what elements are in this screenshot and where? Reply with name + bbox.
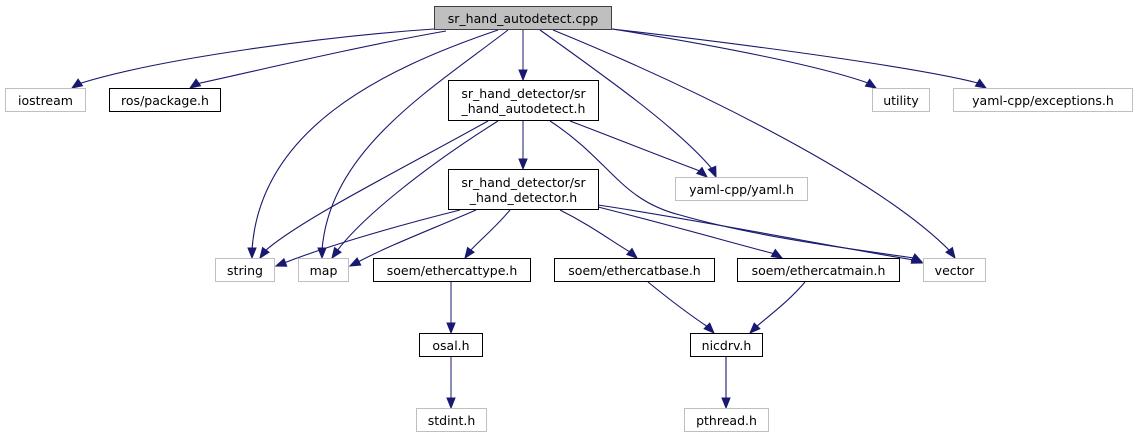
edge-root-to-ros-package — [188, 30, 447, 89]
arrowhead-icon — [695, 166, 709, 178]
arrowhead-icon — [974, 78, 988, 89]
edge-line — [469, 209, 511, 252]
edge-line — [647, 281, 709, 328]
node-sr-hand-autodetect-h[interactable]: sr_hand_detector/sr _hand_autodetect.h — [448, 80, 599, 121]
edge-line — [597, 206, 776, 255]
arrowhead-icon — [749, 322, 761, 334]
arrowhead-icon — [707, 165, 717, 179]
node-string: string — [215, 258, 275, 282]
edge-line — [611, 28, 869, 84]
edge-line — [251, 29, 499, 251]
arrowhead-icon — [464, 246, 475, 260]
arrowhead-icon — [247, 247, 257, 260]
edge-root-to-iostream — [70, 28, 435, 89]
edge-root-to-map — [317, 29, 509, 260]
arrowhead-icon — [188, 78, 202, 89]
edge-line — [597, 204, 915, 261]
arrowhead-icon — [945, 246, 956, 260]
arrowhead-icon — [864, 78, 878, 89]
arrowhead-icon — [446, 397, 456, 410]
arrowhead-icon — [446, 322, 456, 335]
node-iostream: iostream — [5, 88, 86, 112]
node-yaml-cpp-yaml-h: yaml-cpp/yaml.h — [675, 177, 808, 201]
arrowhead-icon — [274, 257, 288, 267]
edge-root-to-vector — [552, 29, 956, 260]
edge-root-to-string — [247, 29, 499, 260]
node-nicdrv-h[interactable]: nicdrv.h — [690, 333, 763, 357]
edge-line — [539, 29, 714, 171]
edge-line — [283, 209, 461, 264]
arrowhead-icon — [518, 158, 528, 171]
node-sr-hand-detector-h[interactable]: sr_hand_detector/sr _hand_detector.h — [448, 169, 599, 210]
edge-ethercatmain-to-nicdrv — [749, 281, 806, 334]
node-utility: utility — [872, 88, 930, 112]
node-soem-ethercatbase-h[interactable]: soem/ethercatbase.h — [554, 258, 715, 282]
node-map: map — [298, 258, 349, 282]
edge-autodetect-h-to-map — [331, 120, 499, 260]
node-stdint-h: stdint.h — [416, 408, 487, 432]
edge-line — [569, 120, 701, 172]
edge-root-to-utility — [611, 28, 878, 89]
edge-line — [77, 28, 435, 85]
edge-line — [611, 28, 979, 84]
edge-osal-to-stdint — [446, 357, 456, 410]
edge-detector-h-to-map — [348, 209, 477, 267]
node-pthread-h: pthread.h — [684, 408, 769, 432]
edge-line — [321, 29, 509, 251]
edge-detector-h-to-vector — [597, 204, 924, 264]
arrowhead-icon — [259, 246, 270, 260]
node-sr-hand-autodetect-cpp[interactable]: sr_hand_autodetect.cpp — [434, 6, 612, 30]
node-soem-ethercattype-h[interactable]: soem/ethercattype.h — [373, 258, 531, 282]
arrowhead-icon — [70, 78, 84, 89]
edge-autodetect-h-to-detector-h — [518, 121, 528, 171]
edge-ethercatbase-to-nicdrv — [647, 281, 715, 334]
node-soem-ethercatmain-h[interactable]: soem/ethercatmain.h — [737, 258, 900, 282]
edge-line — [559, 209, 631, 253]
arrowhead-icon — [518, 69, 528, 82]
edge-line — [264, 120, 489, 252]
edge-line — [552, 29, 951, 252]
edge-ethercattype-to-osal — [446, 282, 456, 335]
edge-root-to-autodetect-h — [518, 30, 528, 82]
node-osal-h[interactable]: osal.h — [419, 333, 483, 357]
arrowhead-icon — [348, 257, 362, 267]
edge-line — [357, 209, 477, 263]
arrowhead-icon — [625, 247, 639, 259]
edge-line — [336, 120, 499, 252]
node-ros-package-h[interactable]: ros/package.h — [109, 88, 221, 112]
edge-detector-h-to-ethercatbase — [559, 209, 639, 259]
edge-detector-h-to-ethercatmain — [597, 206, 784, 259]
arrowhead-icon — [910, 254, 924, 264]
arrowhead-icon — [331, 246, 342, 260]
node-yaml-cpp-exceptions-h: yaml-cpp/exceptions.h — [953, 88, 1133, 112]
arrowhead-icon — [721, 397, 731, 410]
edge-root-to-yaml-exceptions — [611, 28, 988, 89]
edge-root-to-yaml-h — [539, 29, 717, 179]
edge-nicdrv-to-pthread — [721, 357, 731, 410]
edge-autodetect-h-to-string — [259, 120, 489, 260]
edge-line — [755, 281, 806, 328]
arrowhead-icon — [770, 248, 784, 259]
node-vector: vector — [923, 258, 986, 282]
edge-detector-h-to-ethercattype — [464, 209, 511, 260]
edge-detector-h-to-string — [274, 209, 461, 267]
arrowhead-icon — [703, 322, 715, 334]
edge-autodetect-h-to-yaml-h — [569, 120, 709, 178]
edge-line — [195, 30, 447, 85]
